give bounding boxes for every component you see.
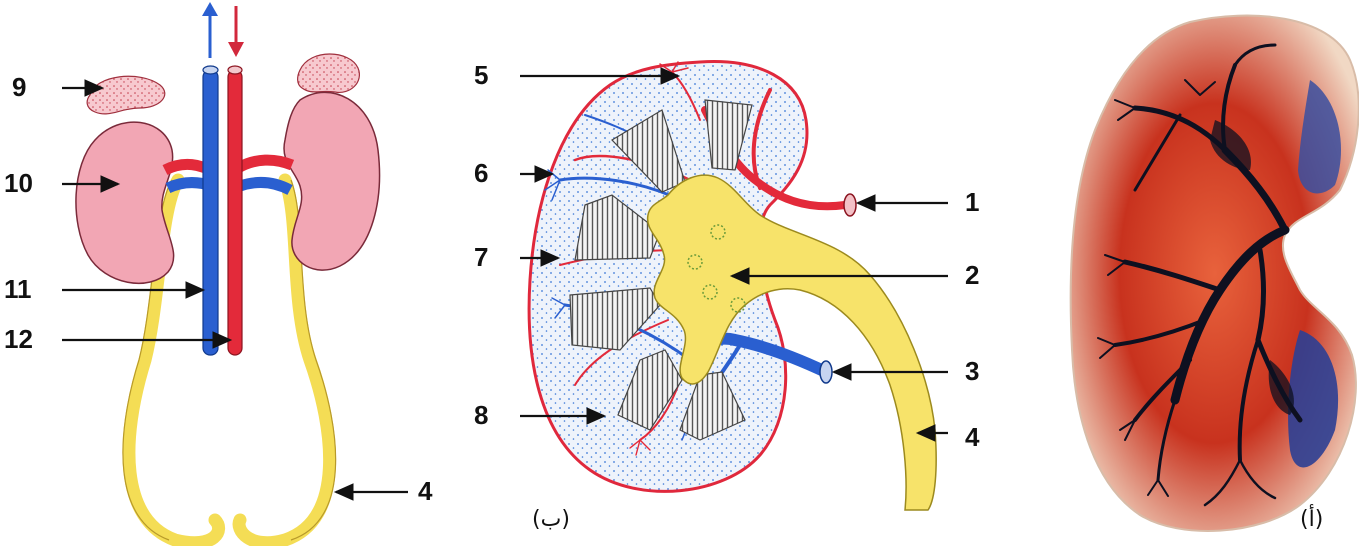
label-3: 3 xyxy=(965,356,979,386)
label-5: 5 xyxy=(474,60,488,90)
kidney-section-panel: 5 6 7 8 1 2 3 4 (ب) xyxy=(474,60,980,532)
label-10: 10 xyxy=(4,168,33,198)
label-2: 2 xyxy=(965,260,979,290)
label-9: 9 xyxy=(12,72,26,102)
label-1: 1 xyxy=(965,187,979,217)
label-4-middle: 4 xyxy=(965,422,980,452)
aorta xyxy=(228,70,242,355)
left-kidney xyxy=(76,122,174,283)
urinary-system-panel: 9 10 11 12 4 xyxy=(4,2,433,543)
label-8: 8 xyxy=(474,400,488,430)
caption-a: (أ) xyxy=(1300,504,1323,532)
right-kidney xyxy=(284,92,379,270)
label-4-left: 4 xyxy=(418,476,433,506)
inferior-vena-cava xyxy=(203,70,218,355)
caption-b: (ب) xyxy=(532,507,570,532)
right-adrenal-gland xyxy=(298,54,360,92)
label-11: 11 xyxy=(4,274,32,304)
kidney-specimen-panel: (أ) xyxy=(1071,16,1359,532)
label-12: 12 xyxy=(4,324,33,354)
label-7: 7 xyxy=(474,242,488,272)
left-adrenal-gland xyxy=(87,76,165,114)
label-6: 6 xyxy=(474,158,488,188)
